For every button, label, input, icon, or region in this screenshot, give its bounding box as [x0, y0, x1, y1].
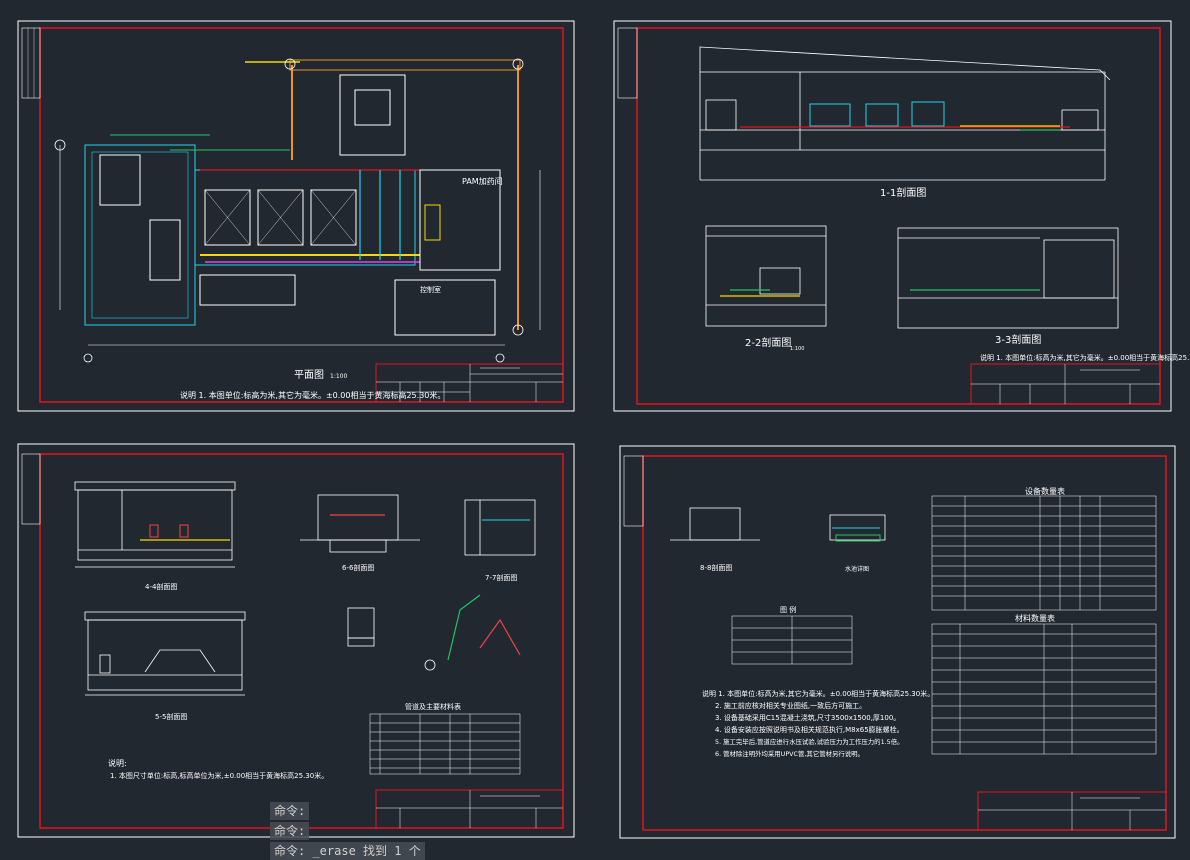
- equipment-note-6: 6. 管材除注明外均采用UPVC管,其它管材另行说明。: [715, 749, 864, 758]
- sheet-sections[interactable]: 1-1剖面图 2-2剖面图 1:100 3-3剖面图 说明 1. 本图单位:标高…: [613, 20, 1190, 412]
- section-1-title: 1-1剖面图: [880, 186, 926, 199]
- equipment-table-title: 设备数量表: [1025, 486, 1065, 496]
- sheet-equipment[interactable]: 8-8剖面图 水池详图 图 例: [619, 445, 1176, 839]
- equipment-note-2: 2. 施工前应核对相关专业图纸,一致后方可施工。: [715, 701, 866, 710]
- section-2-title: 2-2剖面图: [745, 336, 791, 349]
- section-8-title: 8-8剖面图: [700, 563, 732, 572]
- plan-title: 平面图: [294, 369, 324, 381]
- equipment-note-5: 5. 施工完毕后,管道应进行水压试验,试验压力为工作压力的1.5倍。: [715, 737, 904, 746]
- sheet-details[interactable]: 4-4剖面图 5-5剖面图 6-6剖面图 7-7剖面图: [17, 443, 575, 838]
- section-6-title: 6-6剖面图: [342, 563, 374, 572]
- section-2-scale: 1:100: [790, 346, 804, 352]
- section-7-title: 7-7剖面图: [485, 573, 517, 582]
- plan-label-control: 控制室: [420, 285, 441, 294]
- sheet-plan[interactable]: PAM加药间 控制室 平面图 1:100 说明 1. 本图单位:标高为米,其它为…: [17, 20, 575, 412]
- section-4-title: 4-4剖面图: [145, 582, 177, 591]
- equipment-note-3: 3. 设备基础采用C15混凝土浇筑,尺寸3500x1500,厚100。: [715, 713, 900, 722]
- section-3-title: 3-3剖面图: [995, 333, 1041, 346]
- command-history-line-1: 命令:: [270, 802, 310, 820]
- plan-note: 说明 1. 本图单位:标高为米,其它为毫米。±0.00相当于黄海标高25.30米…: [180, 390, 445, 400]
- details-note-title: 说明:: [108, 758, 127, 768]
- plan-scale: 1:100: [330, 373, 347, 380]
- pool-detail-title: 水池详图: [845, 565, 869, 573]
- sections-note: 说明 1. 本图单位:标高为米,其它为毫米。±0.00相当于黄海标高25.30米…: [980, 353, 1190, 362]
- materials-table-title: 材料数量表: [1015, 613, 1055, 623]
- command-history-line-2: 命令:: [270, 822, 310, 840]
- command-history-line-3: 命令: _erase 找到 1 个: [270, 842, 425, 860]
- details-note: 1. 本图尺寸单位:标高,标高单位为米,±0.00相当于黄海标高25.30米。: [110, 771, 328, 780]
- legend-title: 图 例: [780, 605, 796, 614]
- details-table-title: 管道及主要材料表: [405, 702, 461, 711]
- equipment-note-4: 4. 设备安装应按照说明书及相关规范执行,M8x65膨胀螺栓。: [715, 725, 904, 734]
- section-5-title: 5-5剖面图: [155, 712, 187, 721]
- plan-label-pam: PAM加药间: [462, 176, 503, 186]
- equipment-note-1: 说明 1. 本图单位:标高为米,其它为毫米。±0.00相当于黄海标高25.30米…: [702, 689, 934, 698]
